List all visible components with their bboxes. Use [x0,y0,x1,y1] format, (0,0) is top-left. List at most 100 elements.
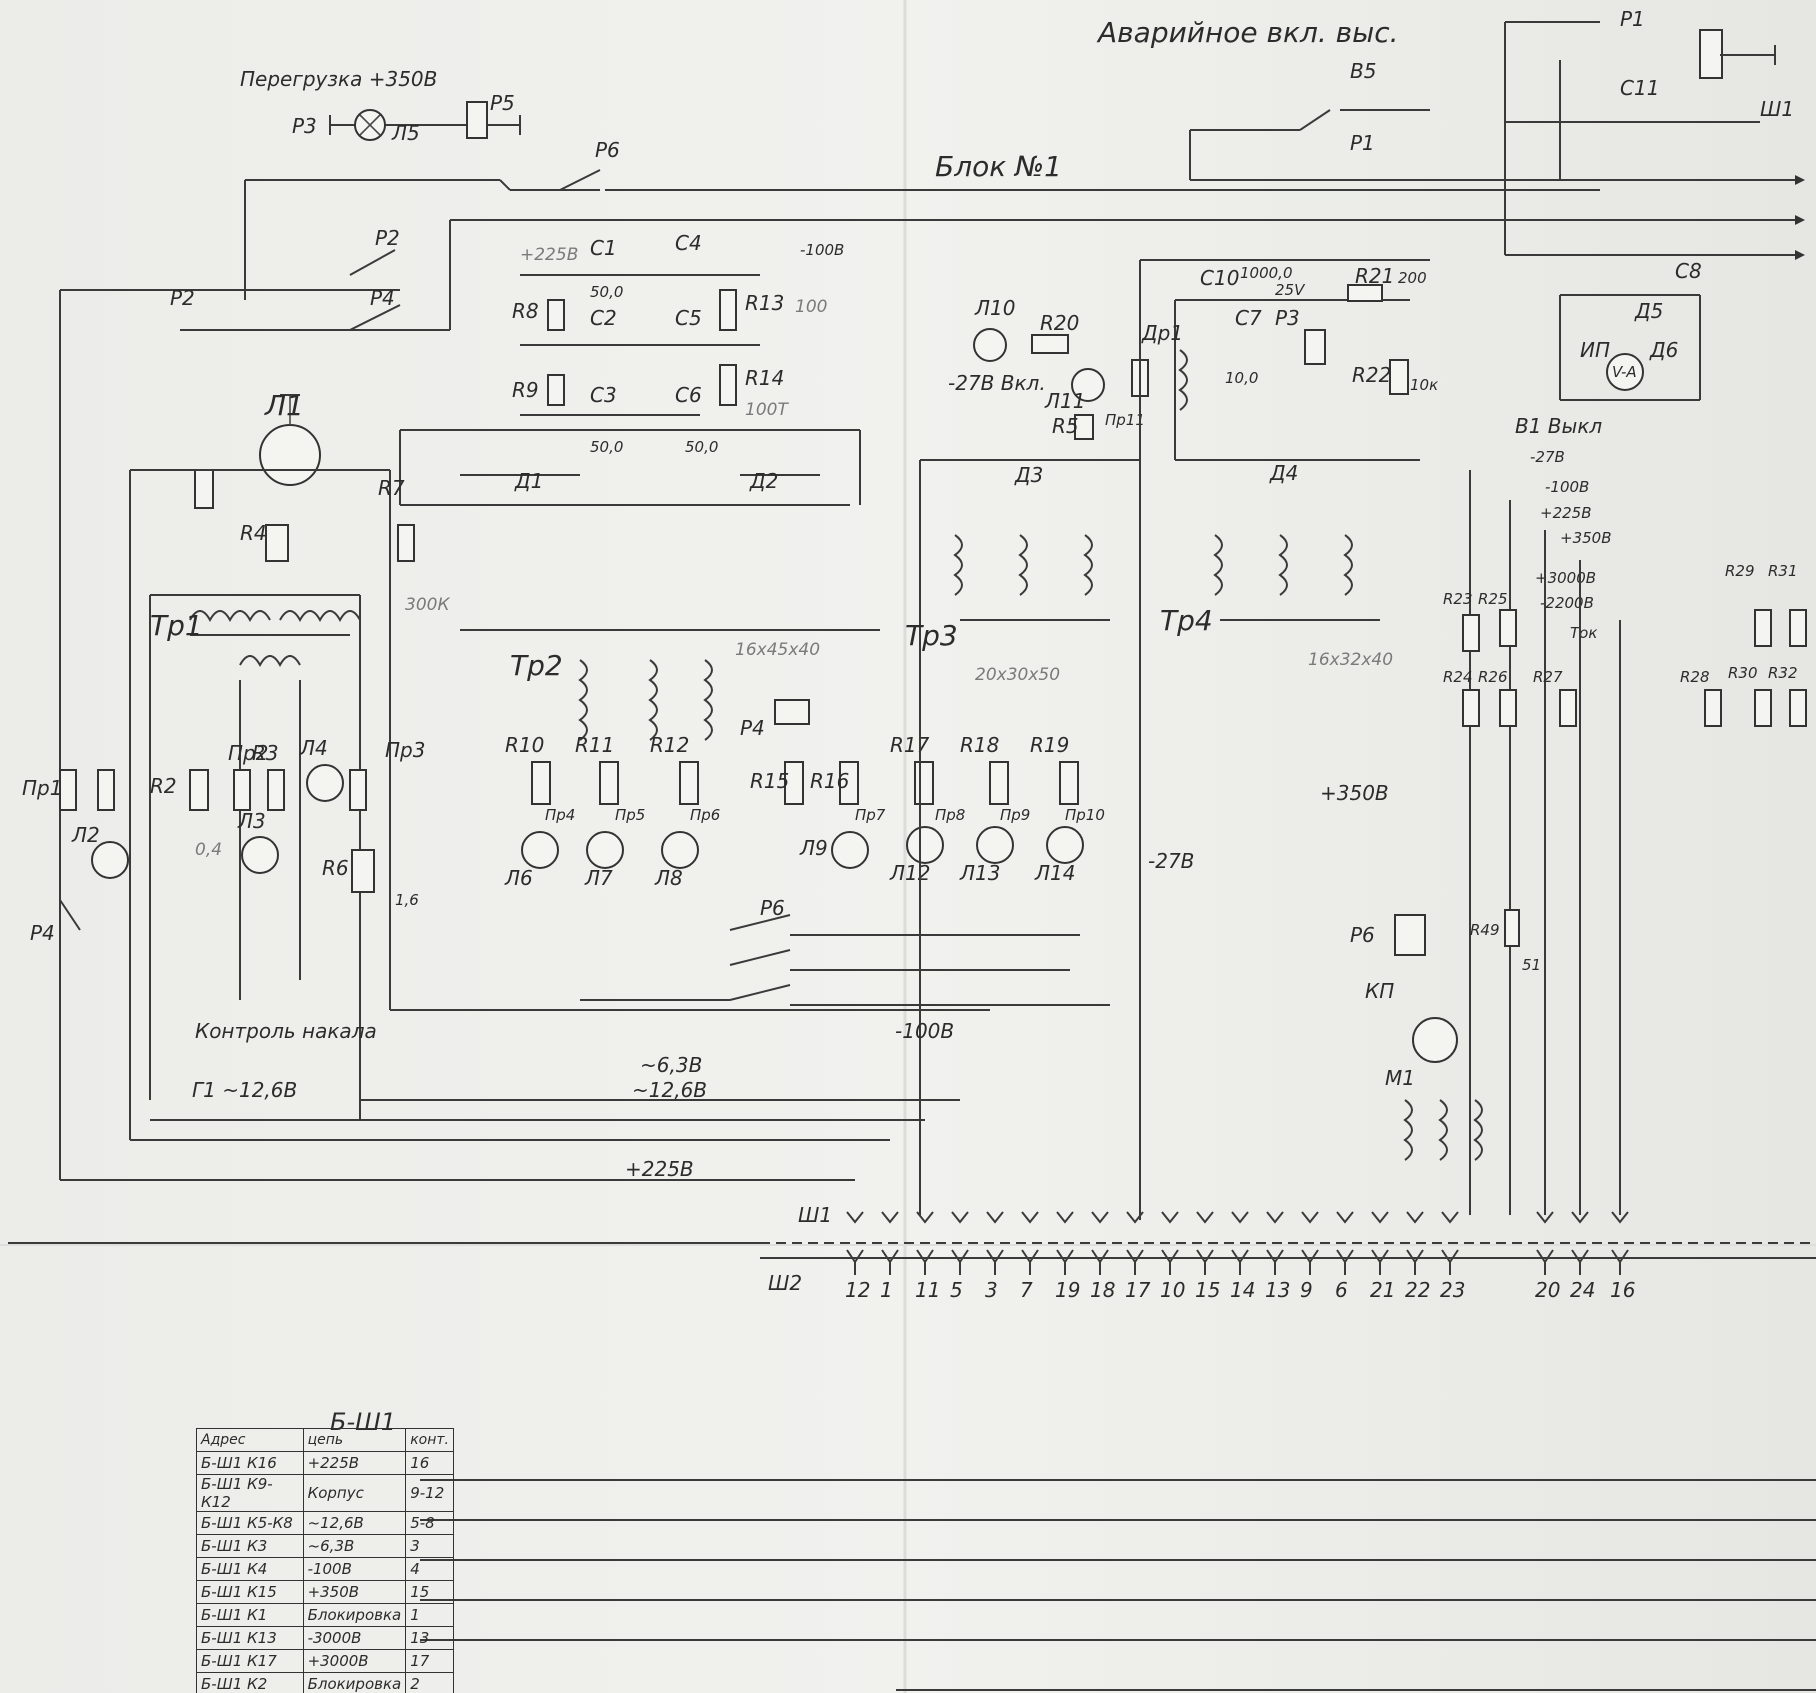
label-p6-top: Р6 [595,138,620,162]
sh2-pin-number: 24 [1570,1278,1595,1302]
legend-header-cell: цепь [302,1428,407,1452]
label-r20: R20 [1040,311,1079,335]
label-r2: R2 [150,774,177,798]
label-r18: R18 [960,733,999,757]
label-tr3: Тр3 [905,619,958,652]
lamp-l6-icon [521,831,559,869]
meter-ip-icon [1606,353,1644,391]
sh1-pin-arrow [1231,1211,1249,1224]
tr4-group: Л10 R20 Л11 R5 Пр11 -27В Вкл. C10 1000,0… [948,259,1438,1220]
label-c5: C5 [675,306,702,330]
label-core4: 16х32х40 [1308,650,1393,670]
sh2-pin-fork [1611,1249,1629,1275]
label-c3: C3 [590,383,617,407]
label-l12: Л12 [889,861,931,885]
label-c4: C4 [675,231,702,255]
resistor-r8 [547,299,565,331]
lamp-l3-icon [241,836,279,874]
value-plus225: +225В [625,1157,694,1181]
sh2-pin-number: 5 [950,1278,963,1302]
sh1-pin-arrow [1301,1211,1319,1224]
resistor-r13 [719,289,737,331]
legend-cell: 1 [405,1603,454,1627]
resistor-r24 [1462,689,1480,727]
sh1-pin-arrow [1536,1211,1554,1224]
value-m100-top: -100В [800,241,844,259]
fuse-pr3 [349,769,367,811]
value-c6: 50,0 [685,438,718,456]
value-r13: 100 [795,297,827,317]
sh2-pin-number: 11 [915,1278,940,1302]
resistor-r11 [599,761,619,805]
label-r26: R26 [1478,668,1508,686]
label-pr7: Пр7 [855,806,886,824]
sh1-pin-arrow [951,1211,969,1224]
resistor-r30 [1754,689,1772,727]
overload-circuit: Р3 Л5 Р5 Р6 [244,91,1600,300]
label-c7: C7 [1235,306,1262,330]
value-r2: 0,4 [195,840,222,860]
resistor-r15 [784,761,804,805]
value-p350-r: +350В [1560,529,1612,547]
label-p4-mid: Р4 [740,716,765,740]
block-title: Блок №1 [935,150,1062,183]
sh2-pin-number: 19 [1055,1278,1080,1302]
sh1-pin-arrow [1021,1211,1039,1224]
sh2-pin-number: 20 [1535,1278,1560,1302]
label-r8: R8 [512,299,539,323]
label-r7: R7 [378,476,405,500]
label-r6: R6 [322,856,349,880]
sh1-pin-arrow [1611,1211,1629,1224]
sh2-pin-number: 21 [1370,1278,1395,1302]
legend-cell: Б-Ш1 К3 [196,1534,304,1558]
resistor-r5 [1074,414,1094,440]
bus-lines: В5 Р1 Р1 C11 Ш1 [450,7,1805,260]
tr2-secondaries: R10 R11 R12 Л6 Л7 Л8 Пр4 Пр5 Пр6 Р4 R15 … [504,659,1110,1006]
resistor-r7 [397,524,415,562]
legend-cell: Б-Ш1 К17 [196,1649,304,1673]
sh1-pin-arrow [1336,1211,1354,1224]
label-pr8: Пр8 [935,806,965,824]
sh2-pin-number: 7 [1020,1278,1033,1302]
label-l5: Л5 [391,121,420,145]
sh1-pin-arrow [916,1211,934,1224]
label-sh1-top: Ш1 [1760,97,1794,121]
tube-l1-icon [259,424,321,486]
resistor-r25 [1499,609,1517,647]
sh1-pin-arrow [1441,1211,1459,1224]
value-m27-r: -27В [1530,448,1565,466]
resistor-r12 [679,761,699,805]
lamp-l4-icon [306,764,344,802]
resistor-r28 [1704,689,1722,727]
sh2-pin-fork [1231,1249,1249,1275]
sh1-pin-arrow [881,1211,899,1224]
resistor-r49 [1504,909,1520,947]
lamp-l13-icon [976,826,1014,864]
label-m1: M1 [1385,1066,1415,1090]
resistor-r31 [1789,609,1807,647]
value-m100-r: -100В [1545,478,1589,496]
legend-header-cell: Адрес [196,1428,304,1452]
label-r29: R29 [1725,562,1755,580]
sh2-pin-fork [1371,1249,1389,1275]
value-r7: 300К [405,595,450,615]
label-c2: C2 [590,306,617,330]
value-r49: 51 [1522,956,1541,974]
label-l2: Л2 [71,823,100,847]
legend-cell: Корпус [302,1474,407,1512]
value-c1: 50,0 [590,283,623,301]
sh2-pin-number: 17 [1125,1278,1151,1302]
sh2-pin-number: 3 [985,1278,998,1302]
capacitor-block: C1 C2 C3 C4 C5 C6 R8 R9 R13 R14 50,0 50,… [512,231,844,456]
lamp-l8-icon [661,831,699,869]
label-l1: Л1 [264,389,304,422]
relay-p3-coil [1304,329,1326,365]
legend-cell: Блокировка [302,1672,407,1693]
sh2-pin-number: 16 [1610,1278,1635,1302]
label-c1: C1 [590,236,617,260]
legend-cell: Б-Ш1 К16 [196,1451,304,1475]
resistor-r23 [1462,614,1480,652]
